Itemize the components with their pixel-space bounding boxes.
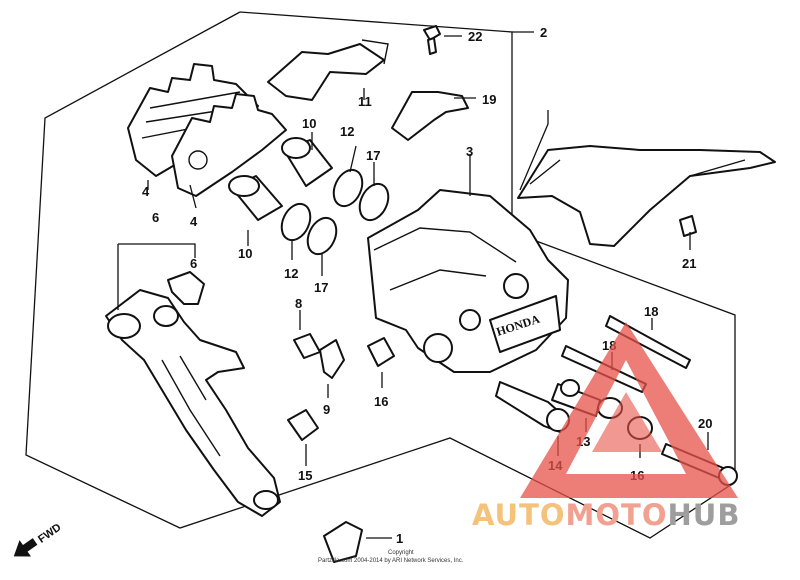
copyright-line-1: Copyright	[388, 550, 414, 556]
callout-6-clip: 6	[190, 256, 197, 271]
callout-3: 3	[466, 144, 473, 159]
pad-spring	[267, 43, 385, 101]
callout-22: 22	[468, 29, 482, 44]
brake-pad-lower	[171, 93, 287, 197]
callout-6-bracket: 6	[152, 210, 159, 225]
callout-20: 20	[698, 416, 712, 431]
callout-12-lower: 12	[284, 266, 298, 281]
caliper-body: HONDA	[367, 189, 569, 373]
bleed-screw	[293, 333, 321, 359]
assembly-2-frame	[25, 11, 736, 539]
callout-17-upper: 17	[366, 148, 380, 163]
bracket-clip	[167, 271, 205, 305]
bushing-1	[323, 521, 363, 563]
callout-4-lower: 4	[190, 214, 198, 229]
piston-seal-lower	[280, 202, 312, 242]
piston-upper	[281, 137, 333, 187]
watermark-hub: HUB	[667, 498, 741, 532]
boot-16-upper	[367, 337, 395, 367]
caliper-bracket	[105, 289, 281, 517]
boot-15	[287, 409, 319, 441]
callout-2: 2	[540, 25, 547, 40]
watermark-auto: AUTO	[472, 498, 566, 532]
callout-1: 1	[396, 531, 403, 546]
callout-21: 21	[682, 256, 696, 271]
watermark-logo-triangle	[520, 322, 738, 498]
callout-18-right: 18	[644, 304, 658, 319]
retainer-clip	[391, 91, 469, 141]
callout-10-upper: 10	[302, 116, 316, 131]
piston-lower	[228, 175, 283, 221]
watermark-moto: MOTO	[565, 498, 668, 532]
copyright-line-2: Partzilla.com 2004-2014 by ARI Network S…	[318, 558, 464, 564]
callout-4-upper: 4	[142, 184, 150, 199]
callout-15: 15	[298, 468, 312, 483]
callout-11: 11	[358, 94, 372, 109]
piston-seal-upper	[332, 168, 364, 208]
callout-9: 9	[323, 402, 330, 417]
callout-17-lower: 17	[314, 280, 328, 295]
dust-seal-lower	[306, 216, 338, 256]
part-callouts: 1 2 3 4 4 6 6 8 9 10 10 11 12 12 13 14 1…	[142, 25, 712, 546]
forward-direction-indicator: FWD	[13, 521, 64, 557]
bleed-bolt-22	[423, 25, 441, 55]
screw-21	[679, 215, 697, 237]
forward-arrow-icon	[13, 538, 38, 557]
callout-19: 19	[482, 92, 496, 107]
caliper-cover	[517, 145, 776, 247]
fwd-label: FWD	[36, 521, 63, 545]
bleed-cap	[319, 339, 345, 379]
callout-10-lower: 10	[238, 246, 252, 261]
dust-seal-upper	[358, 182, 390, 222]
callout-8: 8	[295, 296, 302, 311]
watermark-wordmark: AUTOMOTOHUB	[472, 498, 740, 532]
callout-16-upper: 16	[374, 394, 388, 409]
callout-12-upper: 12	[340, 124, 354, 139]
